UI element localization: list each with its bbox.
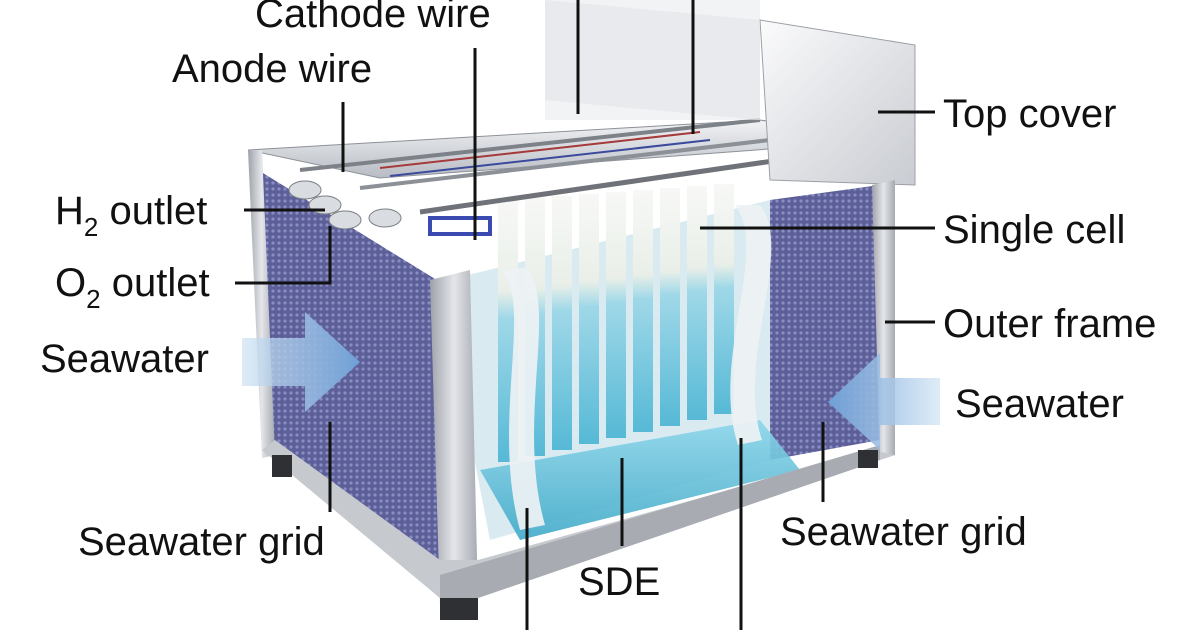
electrolyte-floor [480, 420, 800, 540]
membrane-left [500, 268, 545, 530]
single-cell-plate [660, 188, 680, 426]
label-o2-outlet: O2 outlet [55, 261, 210, 314]
seawater-grid-left-panel [258, 170, 440, 598]
single-cell-plate [633, 190, 653, 432]
leader-lines [235, 0, 935, 630]
outlet-pipes [288, 180, 402, 230]
label-single-cell: Single cell [943, 208, 1125, 252]
label-seawater-grid-left: Seawater grid [78, 520, 325, 564]
seawater-arrow-left [242, 312, 360, 412]
label-h2-prefix: H [55, 189, 84, 233]
label-h2-sub: 2 [84, 212, 98, 242]
single-cell-plate [687, 186, 707, 420]
seawater-arrow-right [828, 353, 940, 450]
leader-o2-outlet [235, 226, 332, 285]
label-o2-prefix: O [55, 261, 86, 305]
single-cells [498, 184, 734, 462]
labels: Cathode wire Anode wire Top cover H2 out… [40, 0, 1156, 604]
label-seawater-left: Seawater [40, 337, 209, 381]
single-cell-plate [606, 192, 626, 438]
label-outer-frame: Outer frame [943, 302, 1156, 346]
outer-frame [248, 150, 895, 620]
label-top-cover: Top cover [943, 92, 1116, 136]
label-anode-wire: Anode wire [172, 47, 372, 91]
single-cell-plate [579, 194, 599, 444]
label-h2-suffix: outlet [98, 189, 207, 233]
label-cathode-wire: Cathode wire [255, 0, 491, 36]
label-h2-outlet: H2 outlet [55, 189, 207, 242]
top-cover-box [545, 0, 916, 186]
electrolyzer-body [242, 0, 940, 620]
label-o2-suffix: outlet [101, 261, 210, 305]
label-sde: SDE [578, 560, 660, 604]
top-wiring [299, 118, 781, 236]
label-o2-sub: 2 [86, 284, 100, 314]
single-cell-plate [552, 196, 572, 450]
membrane-right [730, 205, 772, 445]
single-cell-plate [714, 184, 734, 414]
label-seawater-right: Seawater [955, 382, 1124, 426]
label-seawater-grid-right: Seawater grid [780, 510, 1027, 554]
